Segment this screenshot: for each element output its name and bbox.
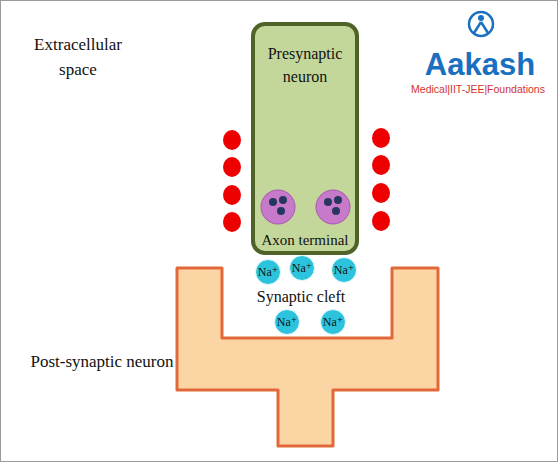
neurotransmitter — [269, 198, 277, 206]
vesicle-body — [316, 190, 350, 224]
node-subtitle: Axon terminal — [243, 232, 367, 249]
neurotransmitter — [334, 196, 342, 204]
postsynaptic-shape — [177, 268, 438, 446]
node-title: Na⁺ — [292, 262, 312, 274]
node-title: Presynaptic neuron — [255, 42, 355, 88]
node-title: Na⁺ — [258, 266, 278, 278]
red-particle — [223, 130, 241, 150]
vesicle — [261, 190, 295, 224]
sodium-ion: Na⁺ — [331, 257, 357, 283]
sodium-ion: Na⁺ — [320, 309, 346, 335]
neurotransmitter — [332, 207, 340, 215]
red-particle — [372, 183, 390, 203]
neurotransmitter — [324, 198, 332, 206]
part-label: Post-synaptic neuron — [28, 349, 176, 375]
sodium-ion: Na⁺ — [274, 309, 300, 335]
red-particle — [223, 212, 241, 232]
logo-body — [474, 22, 488, 33]
node-title: Na⁺ — [277, 316, 297, 328]
logo-head — [478, 15, 484, 21]
sodium-ion: Na⁺ — [255, 259, 281, 285]
red-particle — [372, 128, 390, 148]
vesicle-body — [261, 190, 295, 224]
red-particle — [372, 155, 390, 175]
region-label: Extracellular space — [18, 32, 138, 82]
watermark-tagline: Medical|IIT-JEE|Foundations — [398, 83, 558, 96]
vesicle — [316, 190, 350, 224]
logo-ring — [469, 12, 493, 36]
region-label: Synaptic cleft — [236, 287, 366, 307]
red-particle — [223, 157, 241, 177]
node-title: Na⁺ — [323, 316, 343, 328]
red-particle — [223, 185, 241, 205]
neurotransmitter — [277, 207, 285, 215]
sodium-ion: Na⁺ — [289, 255, 315, 281]
watermark-logo: Aakash — [410, 47, 550, 83]
node-title: Na⁺ — [334, 264, 354, 276]
red-particle — [372, 211, 390, 231]
presynaptic-neuron: Presynaptic neuronAxon terminal — [251, 22, 359, 255]
neurotransmitter — [279, 196, 287, 204]
logo-icon — [469, 12, 493, 36]
